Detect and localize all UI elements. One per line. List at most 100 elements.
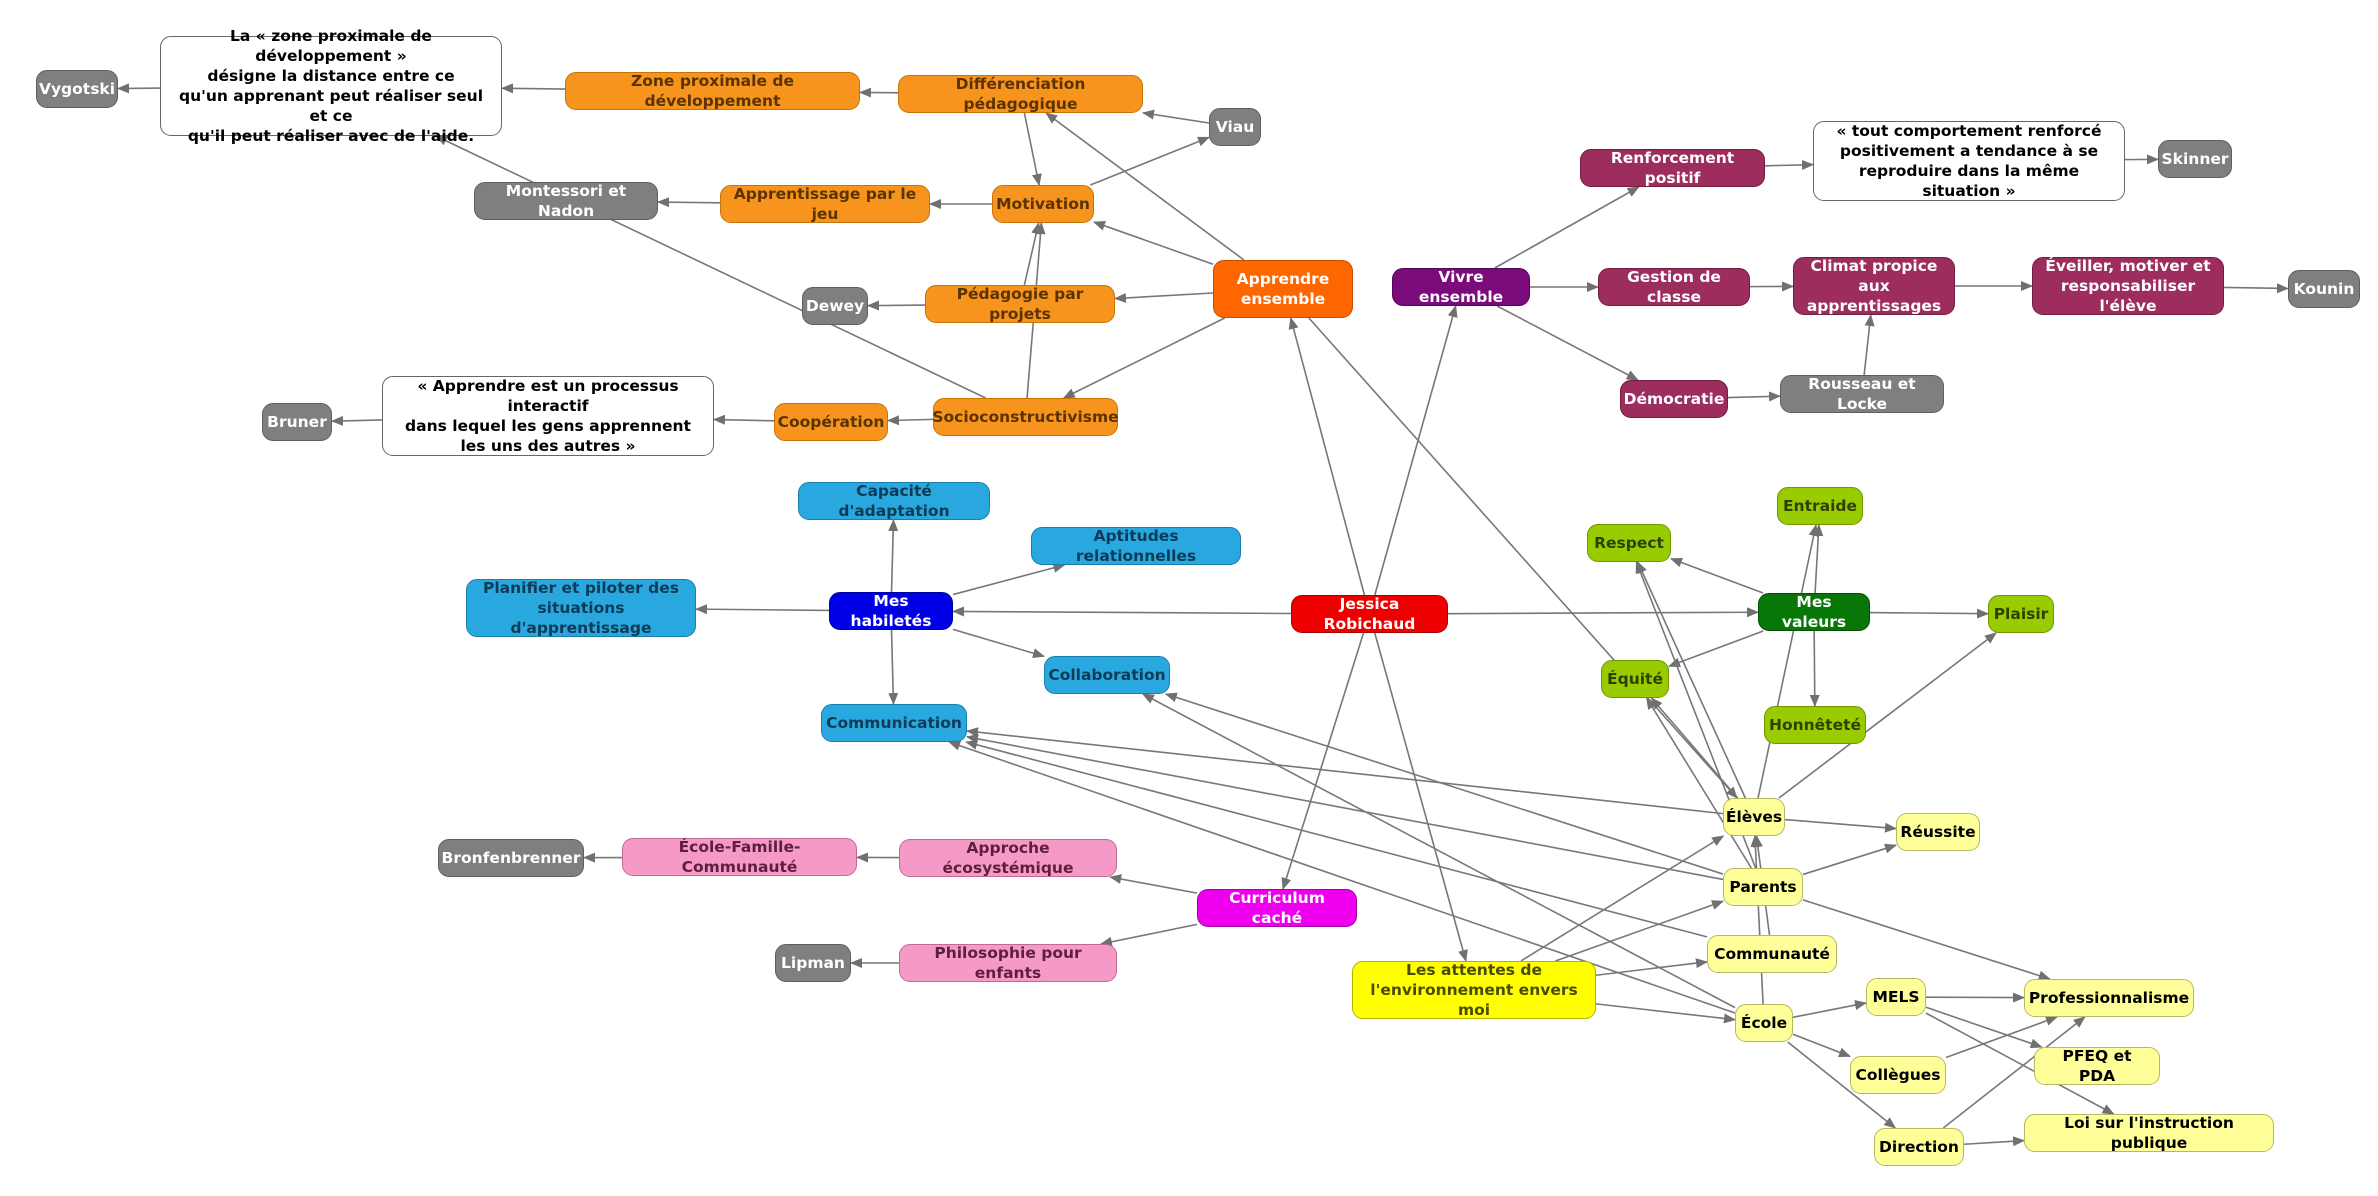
- node-bruner[interactable]: Bruner: [262, 403, 332, 441]
- edge-direction-to-profess: [1942, 1016, 2086, 1129]
- edge-curriculum-to-ecosys: [1109, 874, 1198, 894]
- edge-motivation-to-viau: [1090, 136, 1210, 186]
- node-lipman[interactable]: Lipman: [775, 944, 851, 982]
- edge-apprendre-to-socio: [1062, 317, 1226, 399]
- edge-socio-to-zpd_def: [435, 135, 986, 399]
- node-attentes-environnement[interactable]: Les attentes de l'environnement envers m…: [1352, 961, 1596, 1019]
- edge-attentes-to-parents: [1555, 900, 1724, 962]
- node-ecole[interactable]: École: [1735, 1004, 1793, 1042]
- edge-jessica-to-habiletes: [952, 606, 1292, 617]
- edge-habiletes-to-capacite: [888, 519, 899, 593]
- edge-mels-to-pfeq: [1925, 1006, 2043, 1049]
- edge-apprendre-to-projets: [1114, 292, 1214, 303]
- node-mels[interactable]: MELS: [1866, 978, 1926, 1016]
- node-socioconstructivisme[interactable]: Socioconstructivisme: [932, 398, 1119, 436]
- node-planifier-piloter[interactable]: Planifier et piloter des situations d'ap…: [466, 579, 696, 637]
- node-zpd-definition[interactable]: La « zone proximale de développement » d…: [160, 27, 502, 145]
- edge-democratie-to-rousseau: [1727, 391, 1781, 402]
- node-pedagogie-projets[interactable]: Pédagogie par projets: [925, 285, 1115, 323]
- edge-jessica-to-vivre: [1374, 305, 1458, 596]
- node-collaboration[interactable]: Collaboration: [1044, 656, 1170, 694]
- node-ecole-famille-communaute[interactable]: École-Famille-Communauté: [622, 838, 857, 876]
- node-approche-ecosystemique[interactable]: Approche écosystémique: [899, 839, 1117, 877]
- node-differenciation[interactable]: Différenciation pédagogique: [898, 75, 1143, 113]
- node-professionnalisme[interactable]: Professionnalisme: [2024, 979, 2194, 1017]
- node-apprentissage-jeu[interactable]: Apprentissage par le jeu: [720, 185, 930, 223]
- edge-projets-to-dewey: [867, 300, 926, 311]
- edge-communaute-to-communication: [965, 739, 1708, 938]
- edge-jessica-to-curriculum: [1281, 632, 1365, 890]
- node-communaute[interactable]: Communauté: [1707, 935, 1837, 973]
- node-apprendre-ensemble[interactable]: Apprendre ensemble: [1213, 260, 1353, 318]
- node-direction[interactable]: Direction: [1874, 1128, 1964, 1166]
- node-mes-habiletes[interactable]: Mes habiletés: [829, 592, 953, 630]
- node-vygotski[interactable]: Vygotski: [36, 70, 118, 108]
- edge-eveiller-to-kounin: [2223, 283, 2289, 294]
- node-capacite-adaptation[interactable]: Capacité d'adaptation: [798, 482, 990, 520]
- node-viau[interactable]: Viau: [1209, 108, 1261, 146]
- node-montessori-nadon[interactable]: Montessori et Nadon: [474, 182, 658, 220]
- node-equite[interactable]: Équité: [1601, 660, 1669, 698]
- node-climat-propice[interactable]: Climat propice aux apprentissages: [1793, 257, 1955, 315]
- node-entraide[interactable]: Entraide: [1777, 487, 1863, 525]
- edge-viau-to-diff: [1142, 109, 1210, 124]
- node-eveiller-motiver[interactable]: Éveiller, motiver et responsabiliser l'é…: [2032, 257, 2224, 315]
- edge-valeurs-to-honnetete: [1809, 630, 1820, 707]
- edge-jessica-to-valeurs: [1447, 607, 1759, 618]
- node-honnetete[interactable]: Honnêteté: [1764, 706, 1866, 744]
- edge-diff-to-motivation: [1023, 112, 1042, 186]
- node-eleves[interactable]: Élèves: [1723, 798, 1785, 836]
- edge-renforcement-to-skinner_quote: [1764, 159, 1814, 170]
- edge-ecole-to-mels: [1792, 1000, 1867, 1019]
- node-bruner-quote[interactable]: « Apprendre est un processus interactif …: [382, 376, 714, 456]
- node-jessica-robichaud[interactable]: Jessica Robichaud: [1291, 595, 1448, 633]
- node-plaisir[interactable]: Plaisir: [1988, 595, 2054, 633]
- edge-ecole-to-communication: [948, 740, 1736, 1014]
- node-vivre-ensemble[interactable]: Vivre ensemble: [1392, 268, 1530, 306]
- edge-bruner_quote-to-bruner: [331, 415, 383, 426]
- node-parents[interactable]: Parents: [1723, 868, 1803, 906]
- node-democratie[interactable]: Démocratie: [1620, 380, 1728, 418]
- edge-rousseau-to-climat: [1863, 314, 1875, 376]
- node-skinner-quote[interactable]: « tout comportement renforcé positivemen…: [1813, 121, 2125, 201]
- edge-curriculum-to-philo: [1099, 923, 1198, 947]
- edge-ecole-to-eleves: [1750, 835, 1764, 1005]
- node-pfeq-pda[interactable]: PFEQ et PDA: [2034, 1047, 2160, 1085]
- node-collegues[interactable]: Collègues: [1850, 1056, 1946, 1094]
- node-skinner[interactable]: Skinner: [2158, 140, 2232, 178]
- edge-jessica-to-attentes: [1374, 632, 1468, 962]
- node-bronfenbrenner[interactable]: Bronfenbrenner: [438, 839, 584, 877]
- node-kounin[interactable]: Kounin: [2288, 270, 2360, 308]
- edge-eleves-to-respect: [1636, 561, 1747, 799]
- node-rousseau-locke[interactable]: Rousseau et Locke: [1780, 375, 1944, 413]
- edge-parents-to-collaboration: [1164, 692, 1724, 875]
- node-respect[interactable]: Respect: [1587, 524, 1671, 562]
- node-motivation[interactable]: Motivation: [992, 185, 1094, 223]
- node-cooperation[interactable]: Coopération: [774, 403, 888, 441]
- edge-valeurs-to-respect: [1670, 557, 1764, 594]
- node-renforcement-positif[interactable]: Renforcement positif: [1580, 149, 1765, 187]
- node-curriculum-cache[interactable]: Curriculum caché: [1197, 889, 1357, 927]
- node-loi-instruction[interactable]: Loi sur l'instruction publique: [2024, 1114, 2274, 1152]
- edge-parents-to-profess: [1802, 899, 2051, 981]
- edge-eleves-to-equite: [1650, 697, 1739, 799]
- edge-apprendre-to-motivation: [1093, 221, 1214, 265]
- edge-parents-to-communication: [966, 733, 1724, 881]
- node-zone-proximale[interactable]: Zone proximale de développement: [565, 72, 860, 110]
- edge-attentes-to-communaute: [1595, 958, 1708, 977]
- node-mes-valeurs[interactable]: Mes valeurs: [1758, 593, 1870, 631]
- node-gestion-classe[interactable]: Gestion de classe: [1598, 268, 1750, 306]
- edge-parents-to-reussite: [1802, 843, 1897, 876]
- edge-ecole-to-collegues: [1792, 1033, 1851, 1058]
- node-aptitudes-relationnelles[interactable]: Aptitudes relationnelles: [1031, 527, 1241, 565]
- edge-eleves-to-communication: [966, 727, 1724, 815]
- edge-attentes-to-eleves: [1520, 835, 1725, 962]
- edge-ecole-to-collaboration: [1141, 693, 1736, 1009]
- node-reussite[interactable]: Réussite: [1896, 813, 1980, 851]
- node-communication[interactable]: Communication: [821, 704, 967, 742]
- node-philosophie-enfants[interactable]: Philosophie pour enfants: [899, 944, 1117, 982]
- edge-ecole-to-direction: [1787, 1041, 1897, 1129]
- node-dewey[interactable]: Dewey: [802, 287, 868, 325]
